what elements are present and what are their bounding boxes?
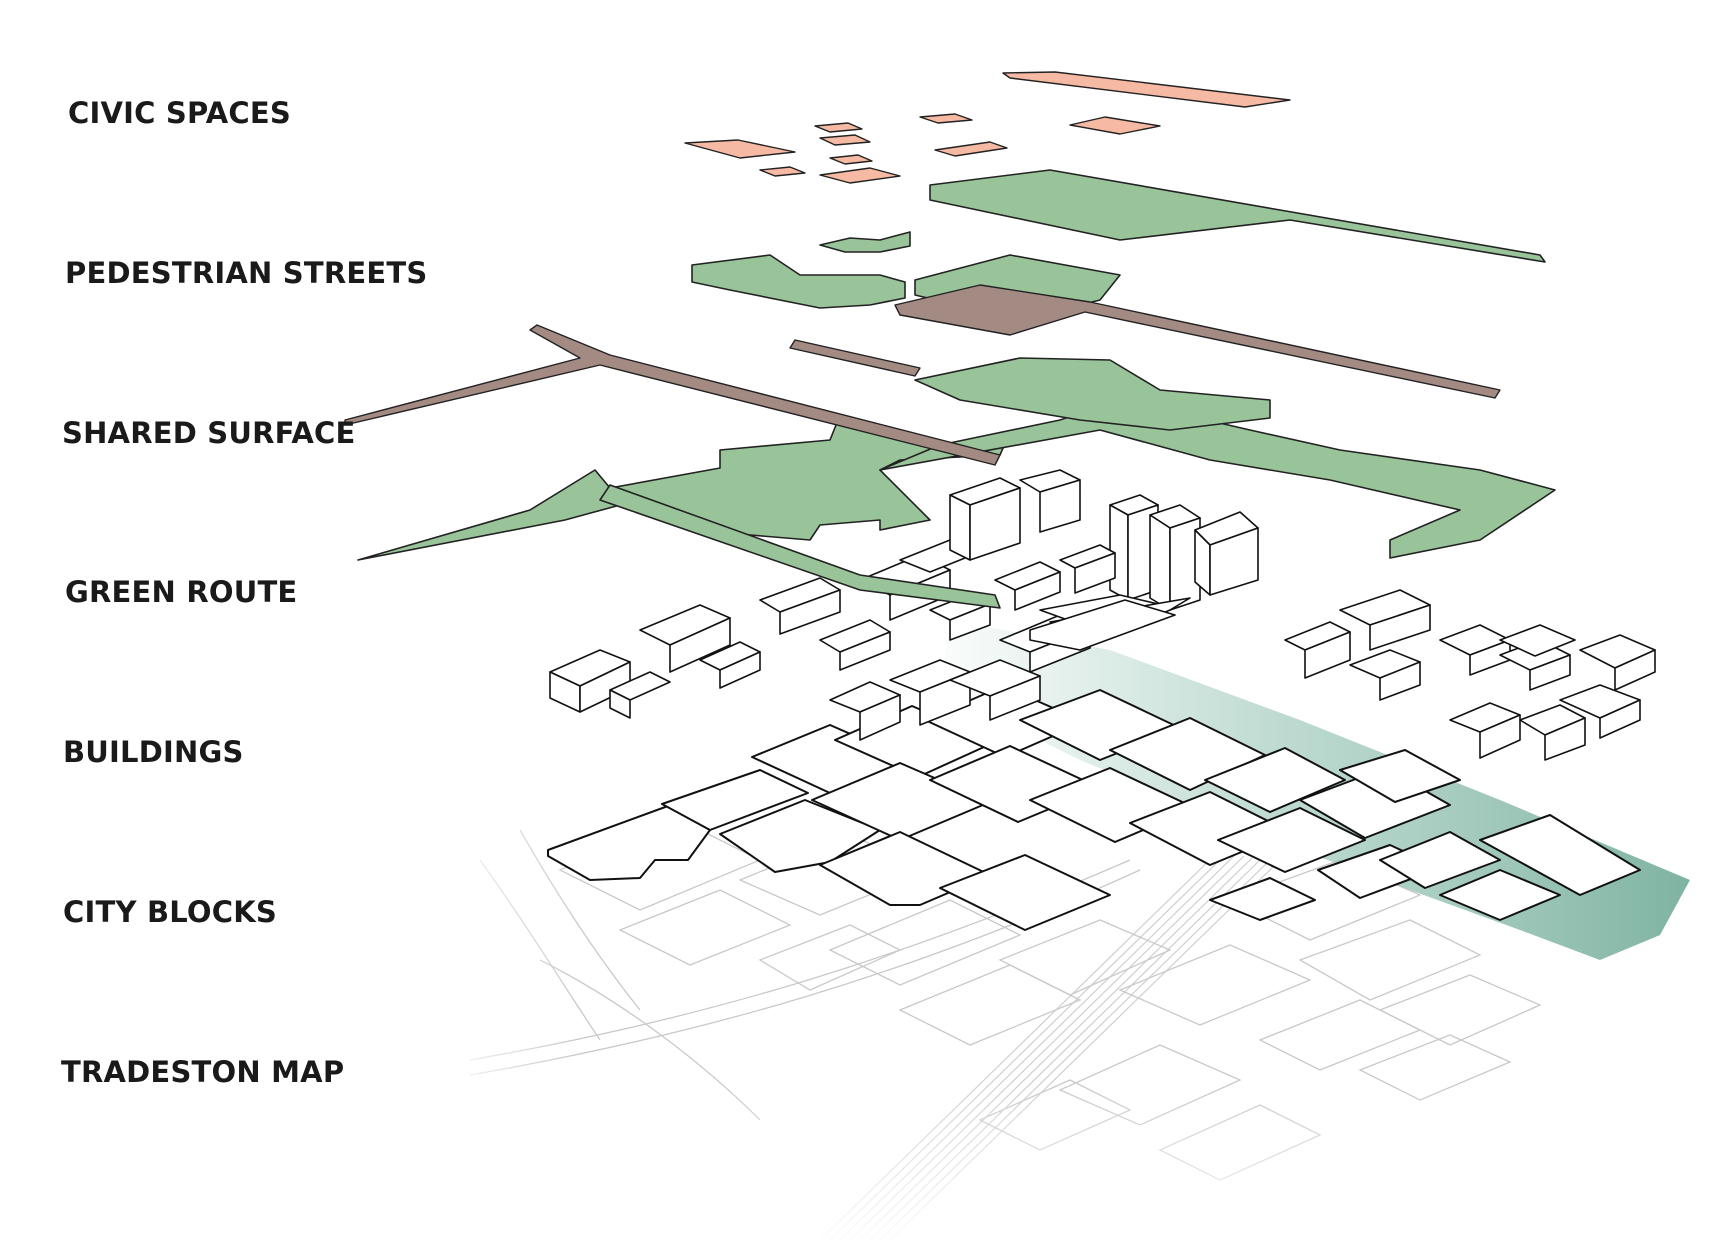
buildings-layer	[549, 469, 1656, 761]
city-blocks-layer	[547, 685, 1641, 931]
shared-surface-long	[344, 324, 1001, 466]
pedestrian-square	[691, 254, 906, 309]
civic-spaces-layer	[684, 71, 1291, 184]
tradeston-map-layer	[420, 800, 1720, 1254]
layer-label-tradeston-map: TRADESTON MAP	[61, 1055, 345, 1089]
layer-label-pedestrian-streets: PEDESTRIAN STREETS	[65, 256, 428, 290]
pedestrian-square-top	[819, 231, 911, 253]
green-route-layer	[357, 399, 1556, 609]
green-route-spine	[599, 484, 1001, 609]
shared-surface-segment	[789, 339, 921, 377]
layer-label-civic-spaces: CIVIC SPACES	[68, 96, 291, 130]
layer-label-buildings: BUILDINGS	[63, 735, 244, 769]
layer-label-shared-surface: SHARED SURFACE	[62, 416, 356, 450]
pedestrian-network	[914, 357, 1271, 431]
pedestrian-streets-layer	[691, 169, 1546, 431]
shared-surface-layer	[344, 324, 1001, 466]
layer-label-green-route: GREEN ROUTE	[65, 575, 298, 609]
shared-loop	[894, 284, 1501, 399]
layer-label-city-blocks: CITY BLOCKS	[63, 895, 277, 929]
pedestrian-east-strip	[929, 169, 1546, 263]
